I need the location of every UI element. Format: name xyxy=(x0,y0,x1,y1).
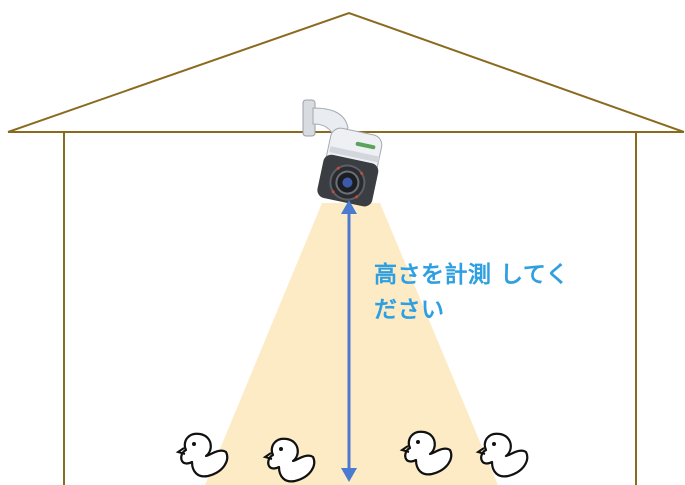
height-measure-arrow xyxy=(341,200,357,482)
caption-line-2: ださい xyxy=(374,297,445,323)
roof-line xyxy=(7,11,685,133)
chick-icon xyxy=(176,432,229,478)
measure-height-caption: 高さを計測 してく ださい xyxy=(374,258,634,328)
caption-line-1: 高さを計測 してく xyxy=(374,262,570,288)
light-cone xyxy=(205,203,498,485)
security-camera-icon xyxy=(302,99,383,207)
